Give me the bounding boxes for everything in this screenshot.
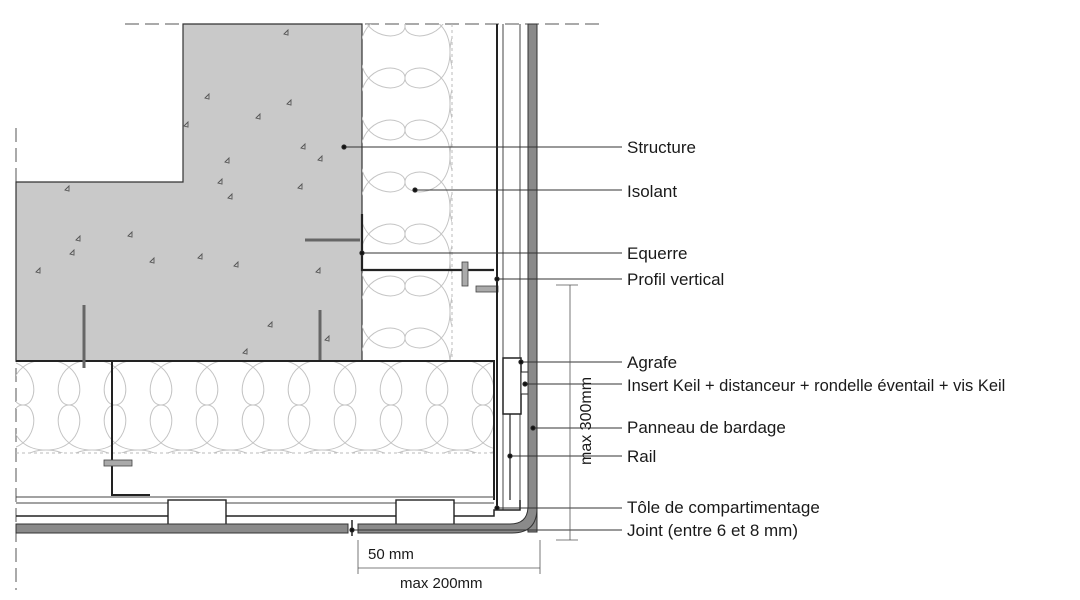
label-insert-keil: Insert Keil + distanceur + rondelle éven… [627,377,1006,395]
label-tole: Tôle de compartimentage [627,498,820,517]
horizontal-insulation [16,361,494,453]
compartment-sheet [16,500,521,517]
dimension-50mm: 50 mm [368,546,414,563]
bottom-clip-left [167,499,227,527]
agrafe-clip [502,357,522,415]
dimension-lines [357,284,578,574]
label-agrafe: Agrafe [627,353,678,372]
dimension-max-200: max 200mm [400,575,483,592]
upper-bracket [360,214,494,272]
label-isolant: Isolant [627,182,678,201]
cladding-panel-horizontal [15,523,349,534]
bottom-clip-right [395,499,455,527]
label-structure: Structure [627,138,696,157]
label-profil-vertical: Profil vertical [627,270,725,289]
leader-lines [341,144,622,533]
label-joint: Joint (entre 6 et 8 mm) [627,521,799,540]
vertical-insulation [362,24,452,361]
concrete-structure [15,23,363,362]
concrete-aggregate [35,28,330,355]
label-rail: Rail [627,447,657,466]
label-equerre: Equerre [627,244,688,263]
dimension-max-300: max 300mm [578,376,595,465]
label-panneau-bardage: Panneau de bardage [627,418,786,437]
